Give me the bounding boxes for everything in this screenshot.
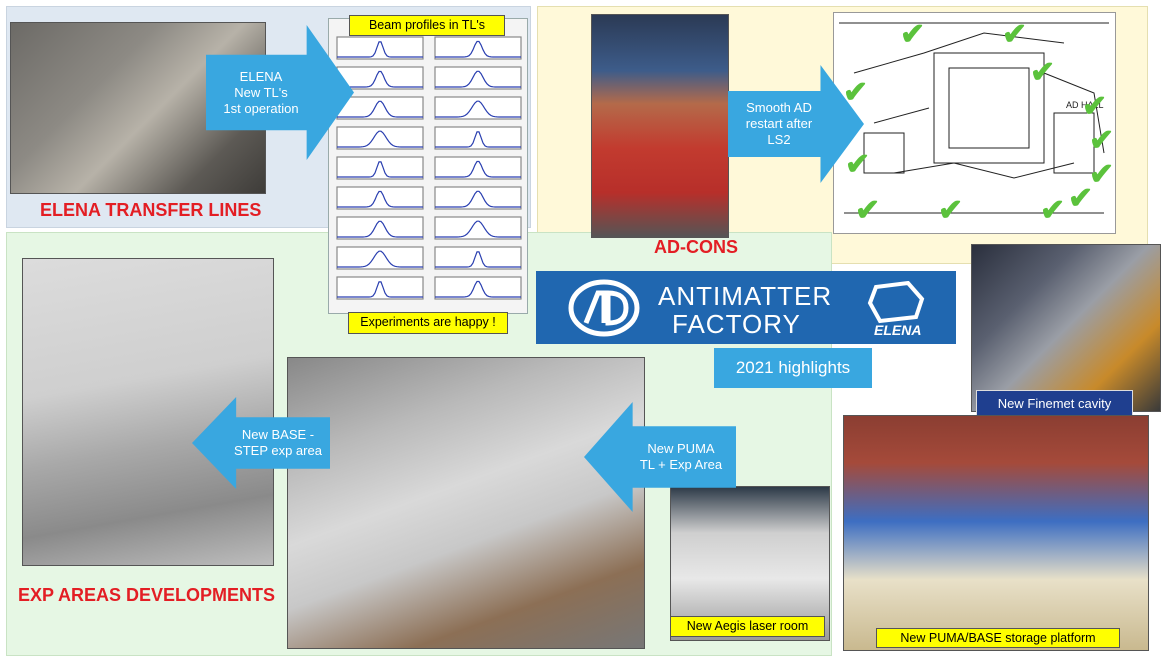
beam-profiles-label: Beam profiles in TL's (349, 15, 505, 36)
profile-curve (435, 131, 521, 148)
profile-curve (435, 70, 521, 88)
profile-frame (336, 126, 424, 150)
check-icon: ✔ (900, 18, 926, 51)
check-icon: ✔ (1002, 18, 1028, 51)
aegis-laser-room-photo (670, 486, 830, 641)
ad-hall-drawing: AD HALL (839, 22, 1109, 214)
profile-frame (434, 276, 522, 300)
profile-frame (336, 96, 424, 120)
map-label: AD HALL (1066, 100, 1104, 110)
ad-logo-icon (568, 279, 640, 337)
profile-curve (337, 190, 423, 208)
beam-profiles-plot (328, 18, 528, 314)
arrow-line: ELENA (239, 68, 283, 84)
arrow-line: LS2 (767, 132, 791, 147)
elena-logo-text: ELENA (874, 322, 921, 337)
arrow-line: Smooth AD (746, 100, 812, 115)
check-icon: ✔ (1089, 124, 1115, 157)
profile-frame (336, 216, 424, 240)
profile-frame (434, 156, 522, 180)
profile-curve (435, 160, 521, 178)
ad-magnet-photo (591, 14, 729, 238)
profile-frame (434, 126, 522, 150)
check-icon: ✔ (845, 148, 871, 181)
highlights-badge: 2021 highlights (714, 348, 872, 388)
profile-curve (337, 41, 423, 58)
profile-frame (336, 156, 424, 180)
arrow-line: STEP exp area (234, 443, 322, 458)
profile-frame (434, 216, 522, 240)
profile-curve (435, 190, 521, 208)
profile-frame (336, 36, 424, 60)
check-icon: ✔ (1089, 158, 1115, 191)
check-icon: ✔ (1082, 90, 1108, 123)
check-icon: ✔ (938, 194, 964, 227)
storage-platform-photo (843, 415, 1149, 651)
profile-curve (337, 281, 423, 298)
profile-frame (434, 36, 522, 60)
profile-curve (337, 100, 423, 118)
profile-curve (337, 161, 423, 178)
profile-frame (336, 186, 424, 210)
arrow-line: New PUMA (647, 441, 715, 456)
check-icon: ✔ (1068, 182, 1094, 215)
profile-curve (435, 100, 521, 118)
puma-area-photo (287, 357, 645, 649)
profile-frame (434, 186, 522, 210)
finemet-label: New Finemet cavity (976, 390, 1133, 416)
finemet-cavity-photo (971, 244, 1161, 412)
profile-frame (434, 96, 522, 120)
storage-label: New PUMA/BASE storage platform (876, 628, 1120, 648)
aegis-label: New Aegis laser room (670, 616, 825, 637)
profile-curve (435, 220, 521, 238)
ad-cons-title: AD-CONS (654, 237, 738, 257)
profile-curve (435, 280, 521, 298)
check-icon: ✔ (855, 194, 881, 227)
profile-curve (337, 250, 423, 268)
profile-curve (337, 220, 423, 238)
profile-frame (336, 246, 424, 270)
profile-curve (337, 70, 423, 88)
check-icon: ✔ (1040, 194, 1066, 227)
profile-frame (336, 276, 424, 300)
arrow-line: TL + Exp Area (639, 457, 723, 472)
antimatter-factory-banner: ANTIMATTER FACTORY ELENA (536, 271, 956, 344)
profile-frame (336, 66, 424, 90)
arrow-line: New TL's (234, 84, 288, 100)
base-step-area-photo (22, 258, 274, 566)
profile-frame (434, 246, 522, 270)
arrow-line: 1st operation (223, 100, 299, 116)
exp-areas-title: EXP AREAS DEVELOPMENTS (18, 585, 276, 605)
elena-logo-icon: ELENA (867, 281, 925, 337)
check-icon: ✔ (1030, 56, 1056, 89)
banner-title-line1: ANTIMATTER (658, 281, 833, 311)
beam-profiles-grid (336, 36, 522, 300)
elena-transfer-lines-title: ELENA TRANSFER LINES (40, 200, 262, 220)
profile-curve (337, 130, 423, 148)
profile-frame (434, 66, 522, 90)
profile-curve (435, 251, 521, 268)
banner-title-line2: FACTORY (672, 309, 801, 339)
arrow-line: restart after (745, 116, 813, 131)
experiments-happy-label: Experiments are happy ! (348, 312, 508, 334)
arrow-line: New BASE - (241, 427, 315, 442)
ad-hall-layout-map: AD HALL (833, 12, 1116, 234)
profile-curve (435, 40, 521, 58)
